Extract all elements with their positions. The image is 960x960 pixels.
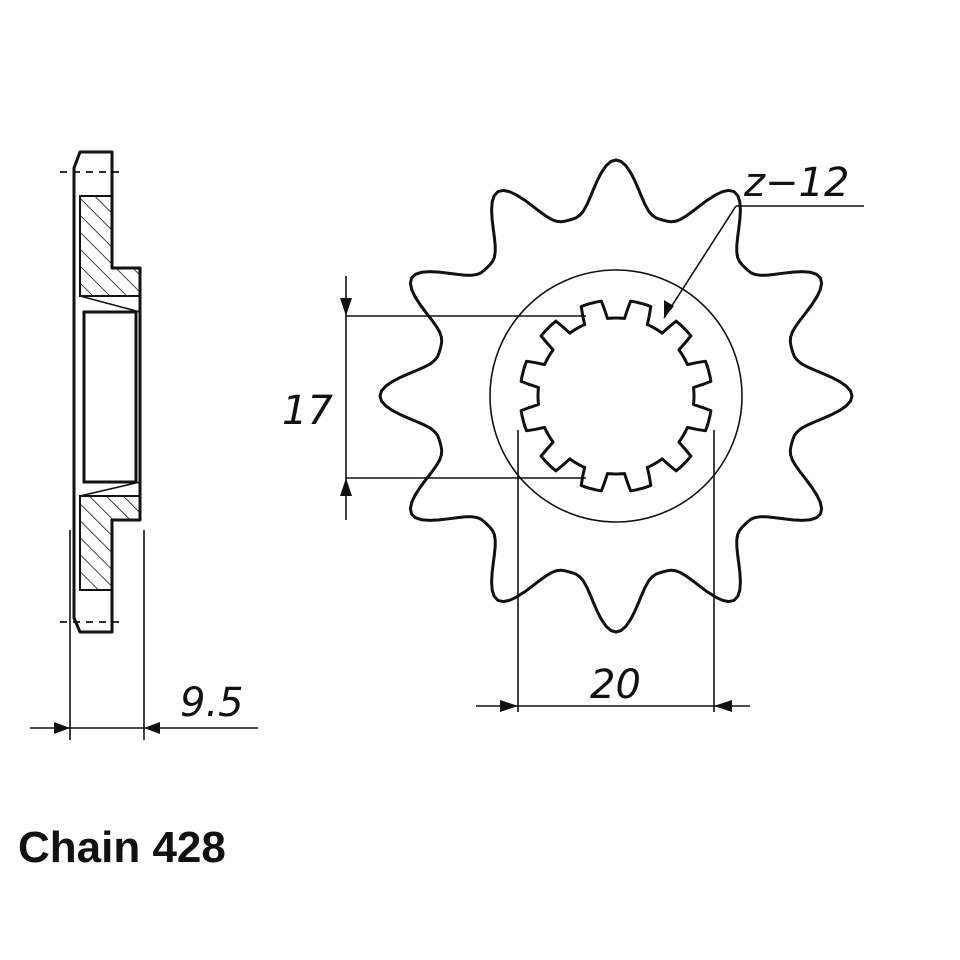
thickness-label: 9.5 — [180, 680, 244, 726]
tooth-count-label: z−12 — [743, 160, 849, 206]
sprocket-teeth-outline — [378, 158, 854, 634]
side-section-view: 9.5 — [30, 150, 258, 740]
side-view-hatch-top — [79, 195, 141, 297]
spline-bore-outline — [519, 299, 713, 493]
hub-width-label: 20 — [590, 662, 641, 708]
pitch-circle — [489, 269, 743, 523]
side-view-hatch-bottom — [79, 495, 141, 591]
front-view: 17 20 z−12 — [282, 158, 864, 712]
tooth-count-leader — [663, 205, 737, 319]
hub-height-label: 17 — [282, 388, 333, 434]
chain-caption: Chain 428 — [18, 823, 226, 872]
